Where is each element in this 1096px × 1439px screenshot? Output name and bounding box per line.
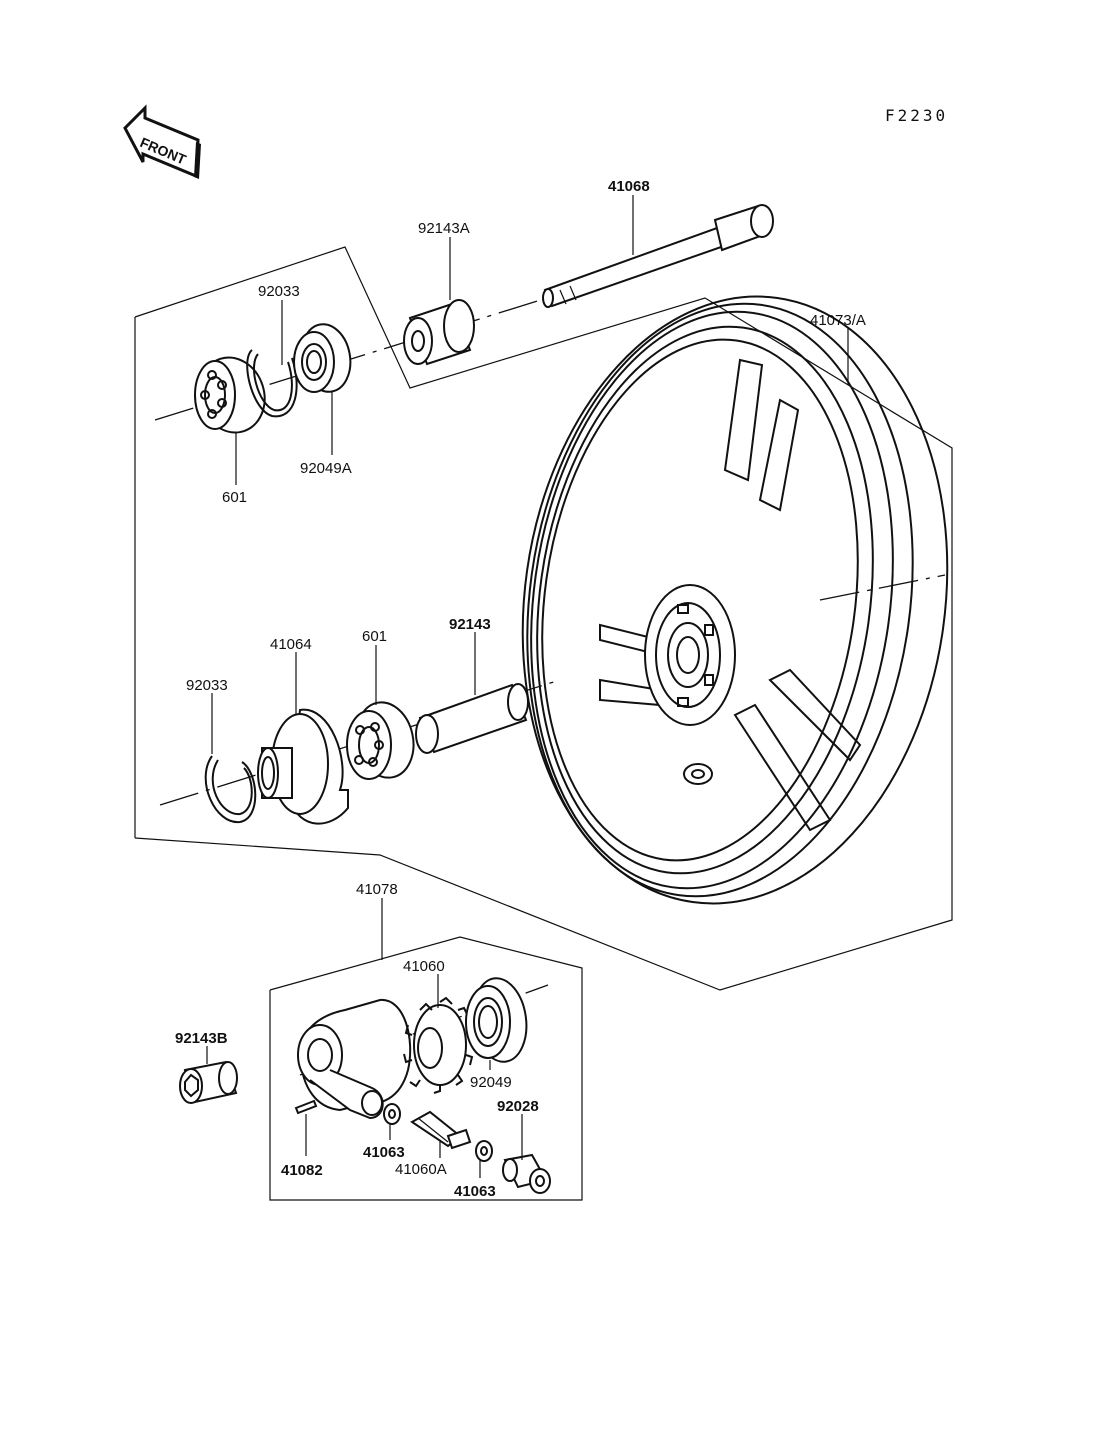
label-gear-ring: 41060 bbox=[403, 958, 445, 975]
coupling-part bbox=[257, 708, 349, 825]
label-washer-1: 41063 bbox=[363, 1144, 405, 1161]
label-pinion: 41060A bbox=[395, 1161, 447, 1178]
front-arrow-icon: FRONT bbox=[123, 104, 201, 179]
pin-part bbox=[294, 1099, 318, 1115]
label-washer-2: 41063 bbox=[454, 1183, 496, 1200]
label-pin: 41082 bbox=[281, 1162, 323, 1179]
bearing-mid-part bbox=[346, 701, 415, 780]
label-wheel: 41073/A bbox=[810, 312, 866, 329]
collar-a-part bbox=[403, 299, 475, 366]
collar-b-part bbox=[179, 1060, 238, 1104]
label-circlip-mid: 92033 bbox=[186, 677, 228, 694]
label-collar-a: 92143A bbox=[418, 220, 470, 237]
circlip-mid-part bbox=[204, 755, 257, 824]
label-axle: 41068 bbox=[608, 178, 650, 195]
small-seal-part bbox=[502, 1153, 551, 1194]
pinion-part bbox=[410, 1110, 472, 1150]
seal-part bbox=[465, 977, 528, 1063]
gear-ring-part bbox=[403, 996, 474, 1094]
seal-a-part bbox=[293, 323, 352, 393]
leader-lines bbox=[206, 195, 849, 1178]
axle-part bbox=[542, 204, 774, 308]
washer-1-part bbox=[383, 1103, 401, 1125]
label-bearing-mid: 601 bbox=[362, 628, 387, 645]
washer-2-part bbox=[475, 1140, 493, 1162]
gear-housing-part bbox=[297, 998, 412, 1120]
label-seal: 92049 bbox=[470, 1074, 512, 1091]
label-collar: 92143 bbox=[449, 616, 491, 633]
circlip-top-part bbox=[246, 349, 298, 418]
bearing-top-part bbox=[194, 356, 266, 434]
figure-code: F2230 bbox=[885, 106, 948, 125]
wheel-part bbox=[521, 295, 949, 905]
label-collar-b: 92143B bbox=[175, 1030, 228, 1047]
label-seal-a: 92049A bbox=[300, 460, 352, 477]
collar-part bbox=[415, 683, 529, 754]
assembly-outline bbox=[134, 246, 953, 1201]
label-circlip-top: 92033 bbox=[258, 283, 300, 300]
label-gear-housing-assy: 41078 bbox=[356, 881, 398, 898]
label-small-seal: 92028 bbox=[497, 1098, 539, 1115]
label-coupling: 41064 bbox=[270, 636, 312, 653]
label-bearing-top: 601 bbox=[222, 489, 247, 506]
